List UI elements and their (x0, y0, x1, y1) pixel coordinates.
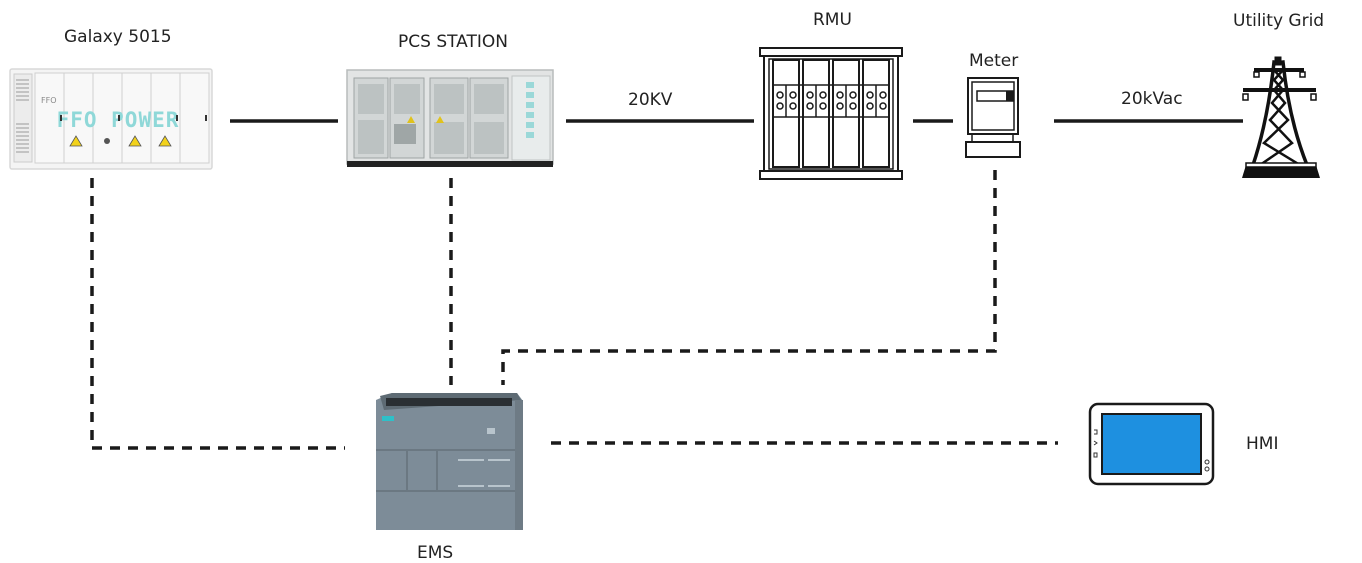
transmission-tower-icon[interactable] (1242, 56, 1320, 178)
rmu-icon[interactable] (759, 47, 903, 180)
battery-label: Galaxy 5015 (64, 27, 172, 47)
meter-icon[interactable] (965, 77, 1021, 158)
battery-cabinet-icon[interactable]: FFO FFO POWER (9, 68, 213, 170)
link-meter-ems (501, 170, 997, 385)
rmu-label: RMU (813, 10, 852, 30)
hmi-panel-icon[interactable] (1088, 402, 1215, 486)
link-label-20kv: 20KV (628, 90, 673, 110)
comm-links (90, 170, 1058, 450)
hmi-label: HMI (1246, 434, 1279, 454)
link-label-20kvac: 20kVac (1121, 89, 1183, 109)
pcs-label: PCS STATION (398, 32, 508, 52)
ems-controller-icon[interactable] (376, 393, 523, 530)
meter-label: Meter (969, 51, 1019, 71)
grid-label: Utility Grid (1233, 11, 1325, 31)
battery-brand-text: FFO POWER (57, 108, 180, 132)
link-battery-ems (90, 178, 345, 450)
battery-badge: FFO (41, 96, 57, 105)
pcs-station-icon[interactable] (346, 69, 554, 167)
